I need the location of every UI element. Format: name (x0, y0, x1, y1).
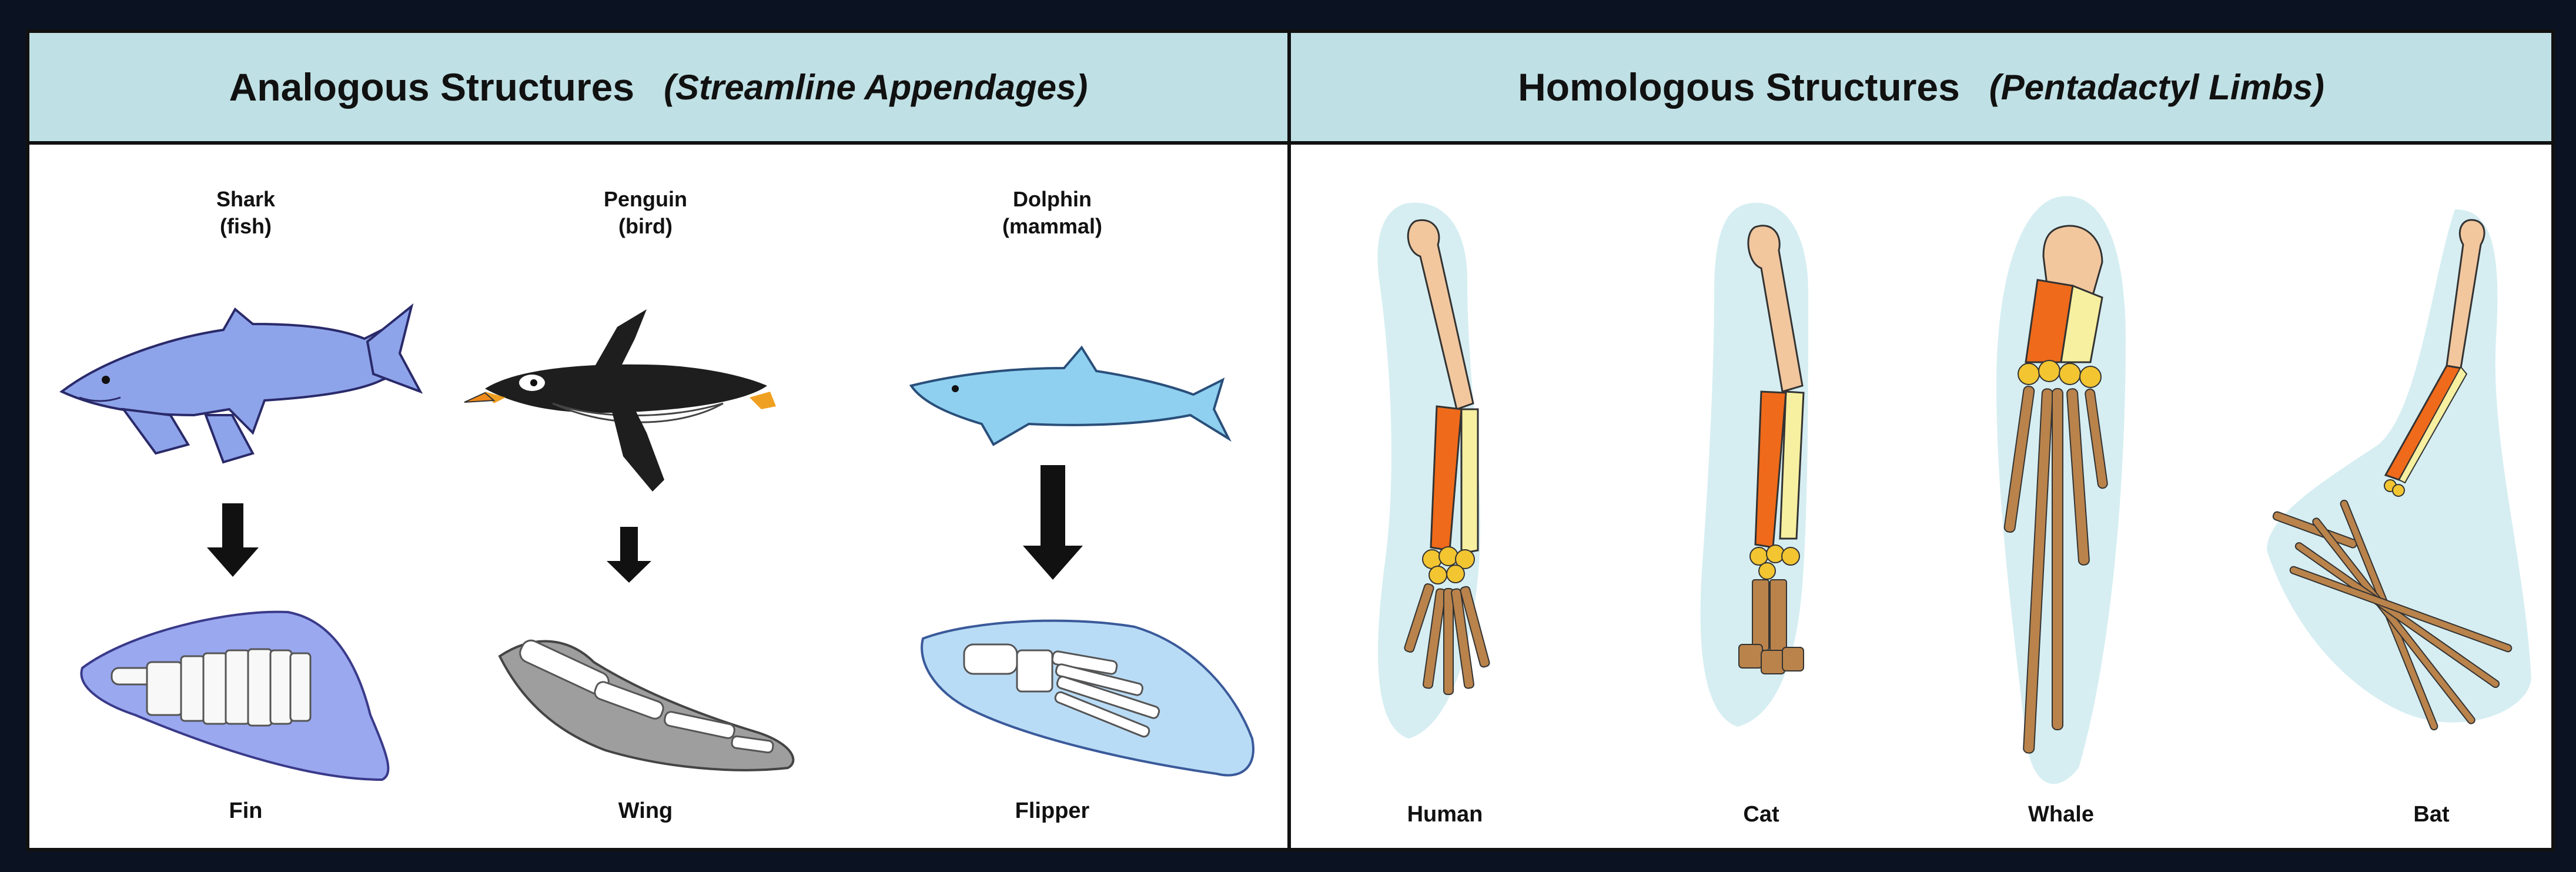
flipper-structure (922, 621, 1253, 776)
human-label: Human (1339, 802, 1551, 827)
wing-label: Wing (540, 799, 751, 824)
dolphin-arrow-icon (1023, 465, 1083, 580)
whale-label: Whale (1955, 802, 2167, 827)
homologous-panel: Homologous Structures (Pentadactyl Limbs… (1291, 33, 2551, 848)
penguin-illustration (464, 309, 776, 492)
bat-limb (2267, 209, 2531, 731)
cat-label: Cat (1655, 802, 1867, 827)
whale-limb (1996, 196, 2126, 784)
homologous-illustrations (1291, 33, 2548, 851)
shark-illustration (62, 306, 420, 462)
analogous-illustrations (29, 33, 1287, 851)
diagram-frame: Analogous Structures (Streamline Appenda… (26, 29, 2555, 851)
fin-label: Fin (140, 799, 352, 824)
wing-structure (500, 637, 793, 770)
human-limb (1377, 203, 1490, 739)
fin-structure (81, 612, 388, 780)
shark-arrow-icon (207, 503, 259, 577)
penguin-arrow-icon (607, 527, 651, 583)
dolphin-illustration (911, 348, 1229, 445)
analogous-panel: Analogous Structures (Streamline Appenda… (29, 33, 1291, 848)
bat-label: Bat (2326, 802, 2537, 827)
cat-limb (1701, 203, 1808, 727)
flipper-label: Flipper (946, 799, 1158, 824)
